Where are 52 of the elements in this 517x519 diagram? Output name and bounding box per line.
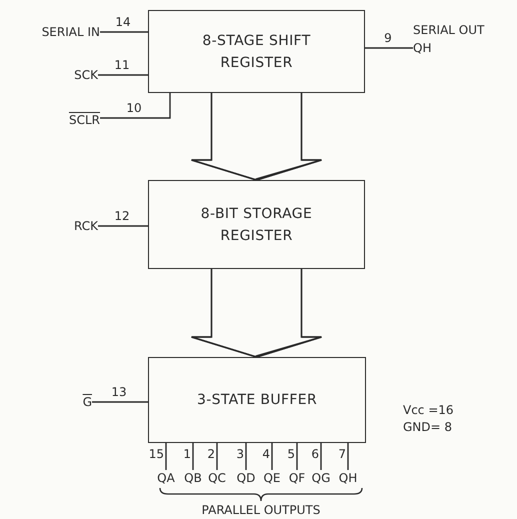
signal-line [245, 443, 247, 470]
pin-number: 15 [148, 447, 164, 461]
output-pin-name: QG [310, 470, 332, 486]
block-title: 3-STATE BUFFER [196, 391, 318, 410]
pin-number: 12 [113, 209, 131, 223]
pin-number: 14 [114, 15, 132, 29]
signal-line [216, 443, 218, 470]
signal-line [296, 443, 298, 470]
register-block [148, 357, 366, 443]
signal-line [320, 443, 322, 470]
output-pin-name: QF [286, 470, 308, 486]
pin-number: 2 [206, 447, 215, 461]
signal-line [347, 443, 349, 470]
pin-name: SCLR [60, 112, 100, 128]
pin-name: SERIAL IN [6, 24, 100, 40]
pin-name: QH [413, 40, 439, 56]
pin-number: 7 [337, 447, 346, 461]
output-pin-name: QC [206, 470, 228, 486]
pin-number: 5 [286, 447, 295, 461]
signal-line [365, 47, 413, 49]
signal-line [192, 443, 194, 470]
pin-number: 3 [235, 447, 244, 461]
note-text: GND= 8 [403, 420, 452, 434]
pin-number: 11 [113, 58, 131, 72]
pin-number: 4 [261, 447, 270, 461]
signal-line [100, 31, 148, 33]
pin-name: SCK [62, 67, 98, 83]
note-text: Vcc =16 [403, 403, 454, 417]
register-block [148, 10, 365, 93]
output-pin-name: QB [182, 470, 204, 486]
signal-line [98, 74, 148, 76]
signal-line [98, 225, 148, 227]
block-title: 8-BIT STORAGE REGISTER [200, 204, 314, 246]
pin-name: RCK [60, 218, 98, 234]
signal-line [271, 443, 273, 470]
output-pin-name: QE [261, 470, 283, 486]
pin-number: 13 [110, 385, 128, 399]
output-pin-name: QD [235, 470, 257, 486]
block-title: 8-STAGE SHIFT REGISTER [201, 32, 312, 72]
pin-caption: SERIAL OUT [413, 23, 484, 37]
pin-number: 10 [125, 101, 143, 115]
pin-name: G [76, 394, 92, 410]
output-pin-name: QH [337, 470, 359, 486]
note-text: PARALLEL OUTPUTS [200, 503, 322, 517]
signal-line [100, 93, 171, 119]
register-block [148, 180, 365, 269]
pin-number: 6 [310, 447, 319, 461]
signal-line [92, 401, 148, 403]
signal-line [165, 443, 167, 470]
output-pin-name: QA [155, 470, 177, 486]
pin-number: 9 [383, 31, 393, 45]
pin-number: 1 [182, 447, 191, 461]
